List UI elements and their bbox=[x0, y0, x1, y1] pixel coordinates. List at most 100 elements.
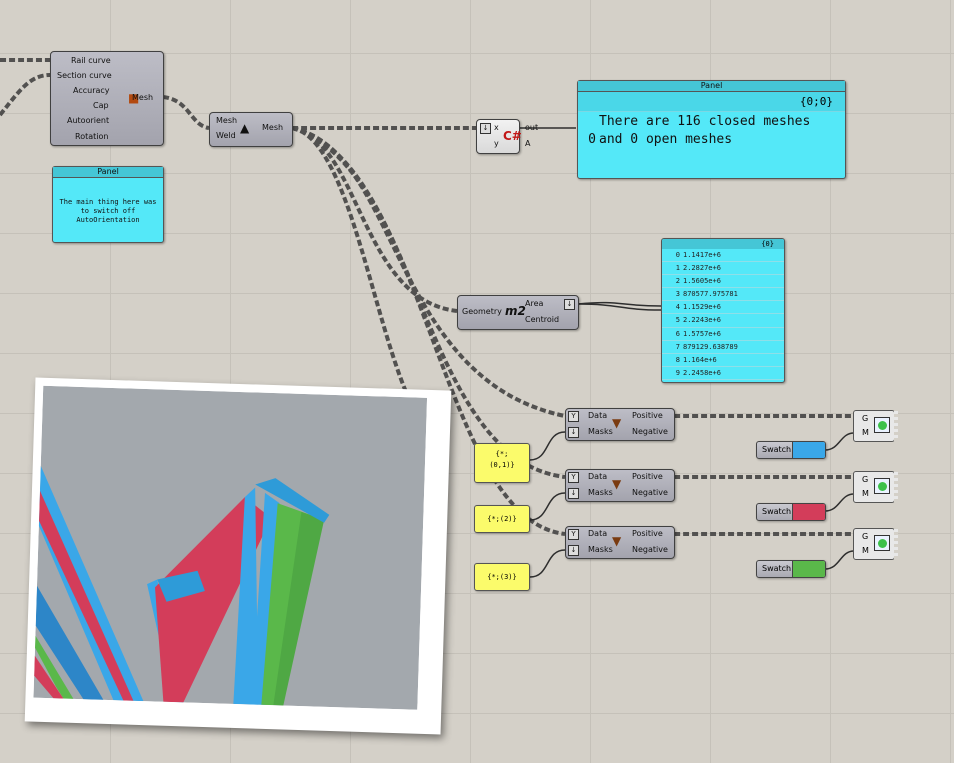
graft-icon[interactable]: ↓ bbox=[568, 545, 579, 556]
viewport-screenshot bbox=[24, 377, 452, 735]
graft-icon[interactable]: ↓ bbox=[568, 488, 579, 499]
graft-icon[interactable]: ↓ bbox=[564, 299, 575, 310]
swatch-blue[interactable]: Swatch bbox=[756, 441, 826, 459]
custom-preview-3[interactable]: G M bbox=[853, 528, 898, 560]
mesh-render bbox=[33, 385, 428, 710]
flatten-icon[interactable]: ↓ bbox=[480, 123, 491, 134]
dispatch-component-2[interactable]: Y Data ↓ Masks ▼ Positive Negative bbox=[565, 469, 675, 502]
item-value: 1.1529e+6 bbox=[683, 303, 721, 312]
dispatch-component-1[interactable]: Y Data ↓ Masks ▼ Positive Negative bbox=[565, 408, 675, 441]
custom-preview-1[interactable]: G M bbox=[853, 410, 898, 442]
weld-component[interactable]: Mesh Weld ▲ Mesh bbox=[209, 112, 293, 147]
item-index: 10 bbox=[662, 380, 683, 383]
output-positive[interactable]: Positive bbox=[632, 411, 663, 420]
input-g[interactable]: G bbox=[862, 532, 869, 541]
item-value: 1.164e+6 bbox=[683, 355, 717, 364]
mask-panel-3[interactable]: {*;(3)} bbox=[474, 563, 530, 591]
input-rail-curve[interactable]: Rail curve bbox=[71, 56, 111, 65]
output-positive[interactable]: Positive bbox=[632, 472, 663, 481]
output-a[interactable]: A bbox=[525, 139, 531, 148]
area-component[interactable]: Geometry m2 Area ↓ Centroid bbox=[457, 295, 579, 330]
output-mesh[interactable]: Mesh bbox=[262, 123, 284, 132]
output-area[interactable]: Area bbox=[525, 299, 544, 308]
swatch-color[interactable] bbox=[792, 504, 825, 520]
output-out[interactable]: out bbox=[525, 123, 539, 132]
swatch-label: Swatch bbox=[762, 445, 792, 454]
input-data[interactable]: Data bbox=[588, 529, 608, 538]
item-index: 6 bbox=[675, 329, 680, 338]
input-m[interactable]: M bbox=[862, 489, 869, 498]
flatten-icon[interactable]: Y bbox=[568, 529, 579, 540]
output-negative[interactable]: Negative bbox=[632, 488, 668, 497]
panel-text: The main thing here was to switch off Au… bbox=[59, 198, 157, 224]
input-g[interactable]: G bbox=[862, 414, 869, 423]
input-masks[interactable]: Masks bbox=[588, 427, 613, 436]
result-panel[interactable]: Panel {0;0} 0 There are 116 closed meshe… bbox=[577, 80, 846, 179]
panel-text: There are 116 closed meshes and 0 open m… bbox=[599, 114, 811, 147]
input-data[interactable]: Data bbox=[588, 411, 608, 420]
csharp-icon: C# bbox=[503, 129, 522, 143]
input-autoorient[interactable]: Autoorient bbox=[67, 116, 110, 125]
custom-preview-2[interactable]: G M bbox=[853, 471, 898, 503]
output-negative[interactable]: Negative bbox=[632, 545, 668, 554]
input-masks[interactable]: Masks bbox=[588, 488, 613, 497]
input-y[interactable]: y bbox=[494, 139, 499, 148]
item-value: 1.5909e+6 bbox=[683, 380, 721, 383]
flatten-icon[interactable]: Y bbox=[568, 411, 579, 422]
output-mesh[interactable]: Mesh bbox=[132, 93, 154, 102]
input-cap[interactable]: Cap bbox=[93, 101, 109, 110]
input-x[interactable]: x bbox=[494, 123, 499, 132]
input-m[interactable]: M bbox=[862, 546, 869, 555]
swatch-color[interactable] bbox=[792, 442, 825, 458]
output-negative[interactable]: Negative bbox=[632, 427, 668, 436]
panel-path: {0;0} bbox=[578, 92, 845, 112]
input-m[interactable]: M bbox=[862, 428, 869, 437]
input-geometry[interactable]: Geometry bbox=[462, 307, 502, 316]
item-index: 1 bbox=[675, 264, 680, 273]
item-value: 1.5605e+6 bbox=[683, 277, 721, 286]
item-value: 2.2458e+6 bbox=[683, 368, 721, 377]
preview-icon bbox=[874, 478, 890, 494]
swatch-red[interactable]: Swatch bbox=[756, 503, 826, 521]
input-accuracy[interactable]: Accuracy bbox=[73, 86, 110, 95]
input-data[interactable]: Data bbox=[588, 472, 608, 481]
note-panel[interactable]: Panel The main thing here was to switch … bbox=[52, 166, 164, 243]
item-value: 870577.975781 bbox=[683, 290, 738, 299]
swatch-color[interactable] bbox=[792, 561, 825, 577]
output-centroid[interactable]: Centroid bbox=[525, 315, 560, 324]
item-index: 4 bbox=[675, 303, 680, 312]
input-weld[interactable]: Weld bbox=[216, 131, 236, 140]
preview-icon bbox=[874, 535, 890, 551]
panel-title: Panel bbox=[578, 81, 845, 92]
input-g[interactable]: G bbox=[862, 475, 869, 484]
item-index: 9 bbox=[675, 368, 680, 377]
item-index: 0 bbox=[675, 251, 680, 259]
csharp-component[interactable]: ↓ x y C# out A bbox=[476, 119, 538, 154]
input-mesh[interactable]: Mesh bbox=[216, 116, 238, 125]
item-value: 1.1417e+6 bbox=[683, 251, 721, 259]
item-index: 2 bbox=[675, 277, 680, 286]
item-value: 2.2243e+6 bbox=[683, 316, 721, 325]
sweep-component[interactable]: Rail curve Section curve Accuracy Cap Au… bbox=[50, 51, 164, 146]
mask-panel-1[interactable]: {*; (0,1)} bbox=[474, 443, 530, 483]
panel-title: Panel bbox=[53, 167, 163, 178]
mask-panel-2[interactable]: {*;(2)} bbox=[474, 505, 530, 533]
input-section-curve[interactable]: Section curve bbox=[57, 71, 112, 80]
input-masks[interactable]: Masks bbox=[588, 545, 613, 554]
swatch-green[interactable]: Swatch bbox=[756, 560, 826, 578]
item-index: 8 bbox=[675, 355, 680, 364]
graft-icon[interactable]: ↓ bbox=[568, 427, 579, 438]
output-positive[interactable]: Positive bbox=[632, 529, 663, 538]
item-value: 1.5757e+6 bbox=[683, 329, 721, 338]
input-rotation[interactable]: Rotation bbox=[75, 132, 109, 141]
dispatch-component-3[interactable]: Y Data ↓ Masks ▼ Positive Negative bbox=[565, 526, 675, 559]
flatten-icon[interactable]: Y bbox=[568, 472, 579, 483]
